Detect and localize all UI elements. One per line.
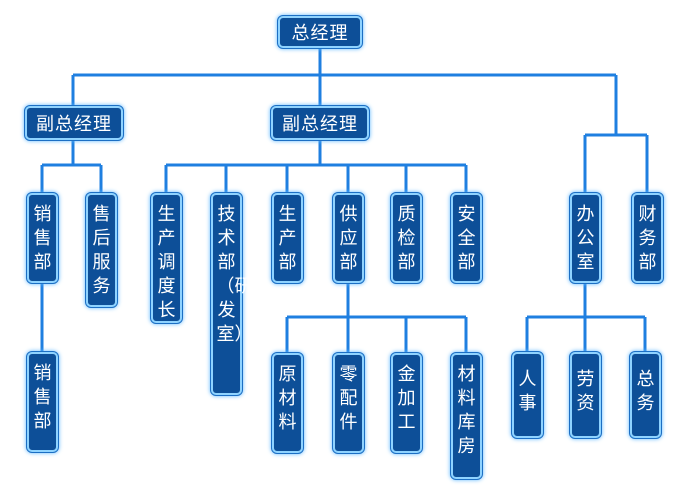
raw-material-node: 原材料: [272, 353, 303, 453]
metal-processing-node: 金加工: [391, 353, 422, 453]
node-label: 劳资: [576, 369, 595, 414]
sales-dept-node: 销售部: [27, 193, 58, 283]
material-store-node: 材料库房: [451, 353, 482, 479]
node-label: 总经理: [291, 23, 349, 44]
node-label: 安全部: [457, 204, 476, 273]
finance-dept-node: 财务部: [632, 193, 663, 283]
node-label: 供应部: [339, 204, 358, 273]
node-label: 生产部: [278, 204, 297, 273]
vp-left-node: 副总经理: [25, 106, 123, 140]
node-label: 财务部: [638, 204, 657, 273]
general-affairs-node: 总务: [630, 352, 661, 438]
node-label: 销售部: [33, 204, 52, 273]
tech-dept-node: 技术部（研发室）: [211, 193, 253, 395]
safety-dept-node: 安全部: [451, 193, 482, 283]
supply-dept-node: 供应部: [333, 193, 364, 283]
node-label: 副总经理: [36, 114, 112, 135]
sales-sub-node: 销售部: [27, 352, 58, 452]
node-label: 销售部: [33, 363, 52, 432]
node-label: 副总经理: [282, 114, 358, 135]
node-label: 人事: [518, 369, 537, 414]
node-label: 材料库房: [457, 364, 476, 457]
node-label: 生产调度长: [157, 204, 176, 321]
production-dispatch-node: 生产调度长: [151, 193, 182, 323]
node-label: 质检部: [397, 204, 416, 273]
production-dept-node: 生产部: [272, 193, 303, 283]
labor-capital-node: 劳资: [570, 352, 601, 438]
after-sales-node: 售后服务: [86, 193, 117, 307]
node-label: 原材料: [278, 364, 297, 433]
node-label: 零配件: [339, 364, 358, 433]
parts-node: 零配件: [333, 353, 364, 453]
node-label: 办公室: [576, 204, 595, 273]
hr-node: 人事: [512, 352, 543, 438]
vp-mid-node: 副总经理: [271, 106, 369, 140]
node-label: 总务: [636, 369, 655, 414]
office-node: 办公室: [570, 193, 601, 283]
quality-dept-node: 质检部: [391, 193, 422, 283]
node-label: 技术部（研发室）: [216, 204, 253, 345]
ceo-node: 总经理: [278, 16, 362, 48]
node-label: 金加工: [397, 364, 416, 433]
node-label: 售后服务: [92, 204, 111, 297]
